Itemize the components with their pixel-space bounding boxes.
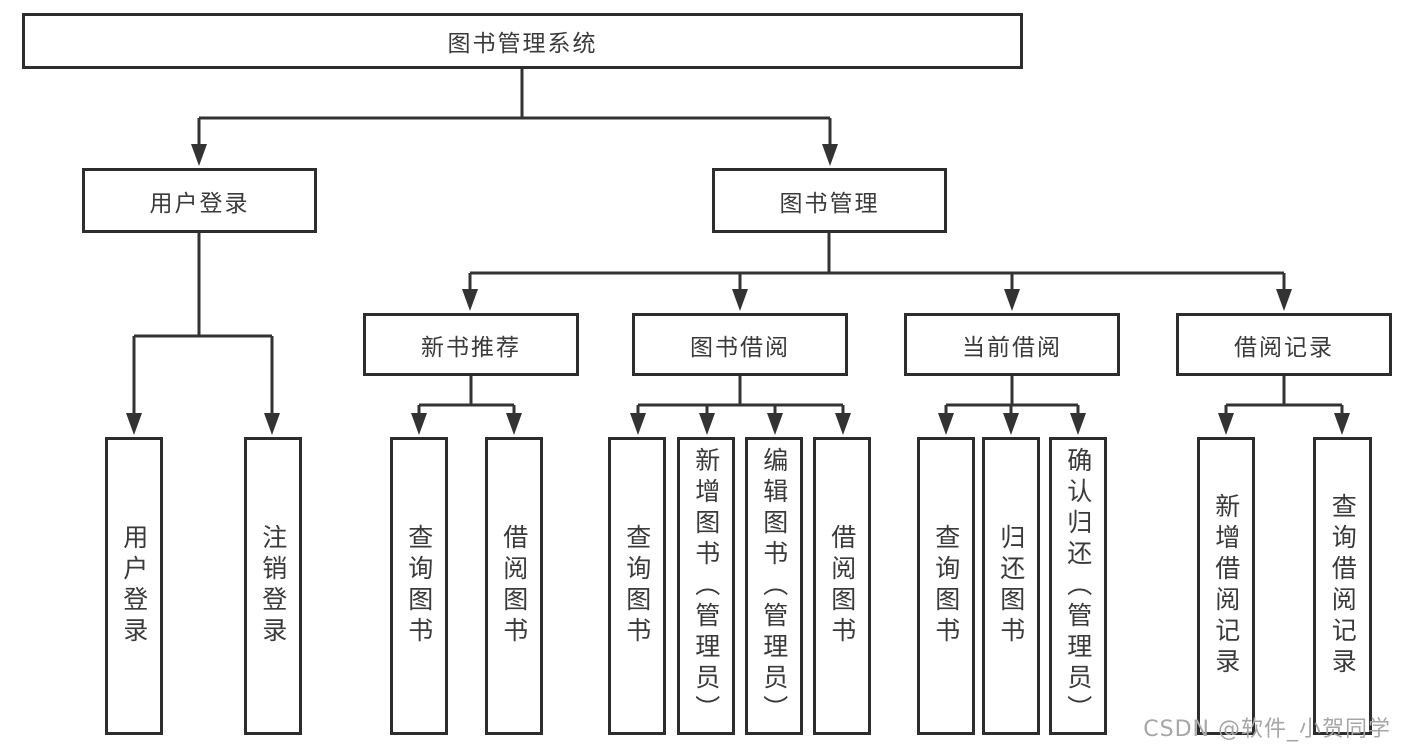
node-book-borrowing: 图书借阅 (632, 313, 848, 376)
arrow-icon (630, 413, 646, 435)
leaf-label: 借阅图书 (499, 524, 529, 648)
leaf-label: 新增图书（管理员） (691, 446, 721, 726)
leaf-label: 新增借阅记录 (1211, 493, 1241, 679)
leaf-query-books-current: 查询图书 (917, 437, 975, 735)
arrow-icon (1070, 413, 1086, 435)
arrow-icon (1003, 413, 1019, 435)
arrow-icon (1334, 413, 1350, 435)
node-borrowing-records: 借阅记录 (1176, 313, 1392, 376)
arrow-icon (1276, 289, 1292, 311)
leaf-label: 查询借阅记录 (1328, 493, 1358, 679)
arrow-icon (506, 413, 522, 435)
arrow-icon (1004, 289, 1020, 311)
arrow-icon (938, 413, 954, 435)
arrow-icon (767, 413, 783, 435)
connector-book-borrowing-branch (636, 374, 845, 417)
arrow-icon (732, 289, 748, 311)
leaf-user-login: 用户登录 (105, 437, 163, 735)
arrow-icon (462, 289, 478, 311)
connector-new-book-branch (417, 374, 516, 417)
leaf-borrow-books-recommendation: 借阅图书 (485, 437, 543, 735)
connector-book-management-branch (468, 231, 1286, 293)
arrow-icon (126, 413, 142, 435)
leaf-query-borrow-record: 查询借阅记录 (1313, 437, 1372, 735)
leaf-label: 查询图书 (622, 524, 652, 648)
leaf-query-books-borrowing: 查询图书 (608, 437, 666, 735)
leaf-query-books-recommendation: 查询图书 (390, 437, 448, 735)
leaf-add-borrow-record: 新增借阅记录 (1197, 437, 1255, 735)
csdn-watermark: CSDN @软件_小贺同学 (1143, 717, 1391, 742)
leaf-label: 注销登录 (258, 524, 288, 648)
leaf-label: 确认归还（管理员） (1063, 446, 1093, 726)
arrow-icon (1218, 413, 1234, 435)
connector-user-login-branch (132, 231, 274, 417)
leaf-logout: 注销登录 (244, 437, 302, 735)
leaf-label: 归还图书 (996, 524, 1026, 648)
arrow-icon (822, 144, 838, 166)
leaf-label: 查询图书 (931, 524, 961, 648)
connector-current-borrowing-branch (944, 374, 1080, 417)
leaf-confirm-return-admin: 确认归还（管理员） (1049, 437, 1107, 735)
arrow-icon (699, 413, 715, 435)
leaf-borrow-books-borrowing: 借阅图书 (813, 437, 871, 735)
node-new-book-recommendation: 新书推荐 (363, 313, 579, 376)
connector-borrowing-records-branch (1224, 374, 1344, 417)
node-user-login: 用户登录 (82, 168, 317, 233)
leaf-add-book-admin: 新增图书（管理员） (677, 437, 735, 735)
leaf-label: 编辑图书（管理员） (759, 446, 789, 726)
leaf-edit-book-admin: 编辑图书（管理员） (745, 437, 803, 735)
arrowheads (126, 144, 1350, 435)
arrow-icon (411, 413, 427, 435)
node-book-management: 图书管理 (712, 168, 947, 233)
node-library-management-system: 图书管理系统 (22, 13, 1023, 69)
node-current-borrowing: 当前借阅 (904, 313, 1120, 376)
arrow-icon (835, 413, 851, 435)
leaf-label: 用户登录 (119, 524, 149, 648)
connector-root-branch (197, 67, 832, 148)
leaf-return-book: 归还图书 (982, 437, 1040, 735)
arrow-icon (191, 144, 207, 166)
leaf-label: 借阅图书 (827, 524, 857, 648)
leaf-label: 查询图书 (404, 524, 434, 648)
arrow-icon (264, 413, 280, 435)
